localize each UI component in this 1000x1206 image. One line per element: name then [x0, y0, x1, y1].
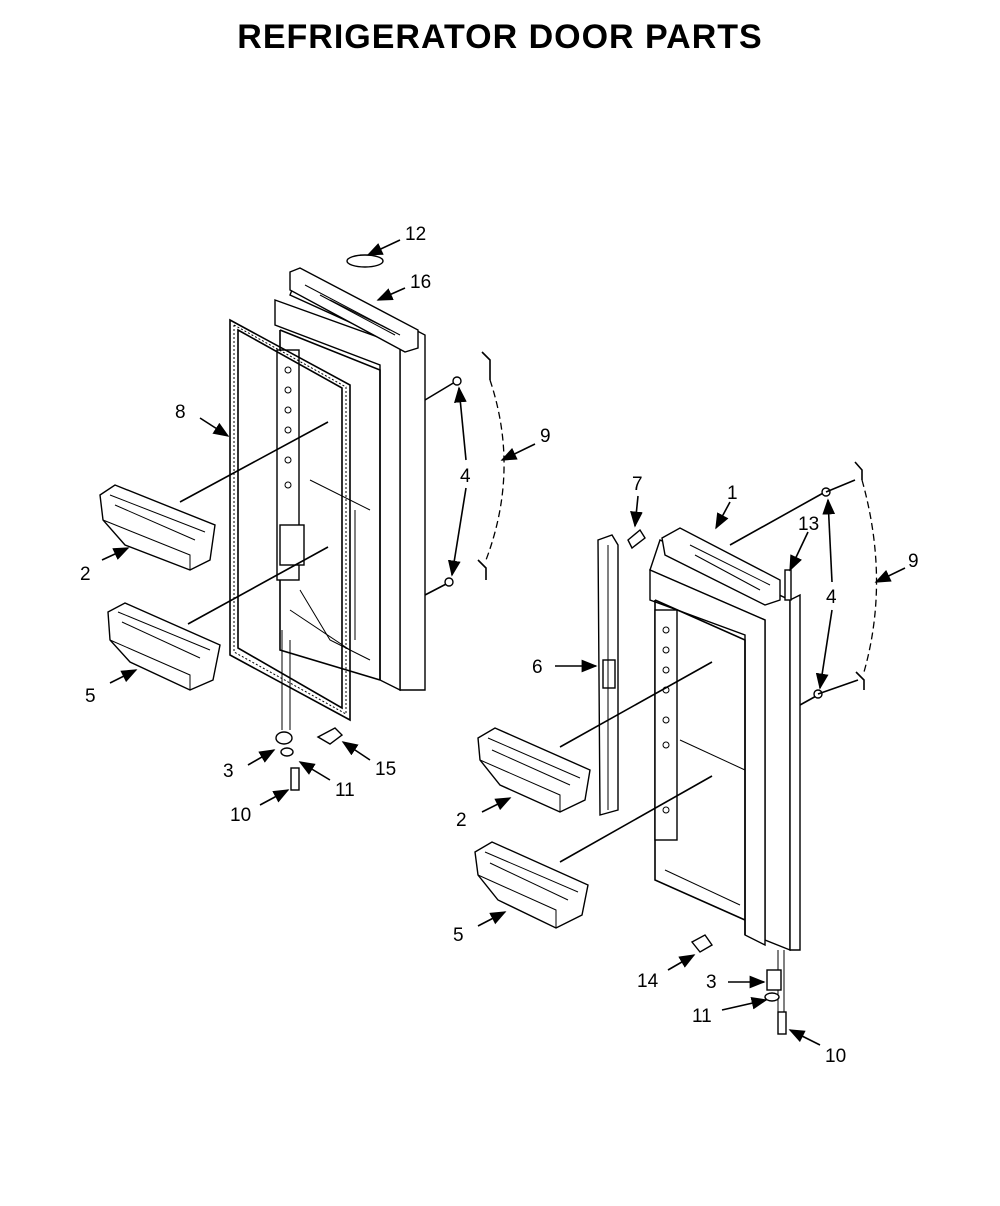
callout-right-4: 4 — [826, 587, 837, 608]
left-door-hinge-bracket — [424, 351, 505, 596]
callout-right-14: 14 — [637, 971, 659, 992]
left-door-outer-panel — [274, 269, 426, 692]
left-door-bin-upper — [99, 484, 216, 571]
right-door-control-housing — [661, 527, 781, 606]
callout-left-5: 5 — [85, 686, 96, 707]
left-door-control-housing — [289, 267, 419, 353]
left-door-bottom-hinge-parts — [275, 630, 344, 791]
right-door-outer-panel — [649, 539, 801, 952]
callout-left-2: 2 — [80, 564, 91, 585]
callout-labels: 12 16 8 9 4 2 5 3 15 11 10 7 1 13 9 4 6 … — [80, 224, 919, 1067]
callout-right-13: 13 — [798, 514, 819, 535]
callout-left-15: 15 — [375, 759, 396, 780]
callout-right-1: 1 — [727, 483, 738, 504]
left-door-bin-lower — [107, 602, 221, 691]
callout-left-10: 10 — [230, 805, 251, 826]
right-door-bin-lower — [474, 841, 589, 929]
right-door-center-mullion — [597, 528, 646, 816]
left-door-gasket — [229, 318, 351, 722]
callout-right-9: 9 — [908, 551, 919, 572]
left-door-shelf-rail — [276, 349, 305, 581]
callout-left-11: 11 — [335, 780, 355, 801]
callout-left-3: 3 — [223, 761, 234, 782]
callout-right-5: 5 — [453, 925, 464, 946]
callout-left-8: 8 — [175, 402, 186, 423]
leader-lines — [101, 239, 906, 1046]
callout-left-4: 4 — [460, 466, 471, 487]
callout-right-2: 2 — [456, 810, 467, 831]
callout-left-12: 12 — [405, 224, 426, 245]
callout-left-9: 9 — [540, 426, 551, 447]
callout-right-11: 11 — [692, 1006, 712, 1027]
right-door-shelf-rail — [654, 609, 678, 841]
callout-left-16: 16 — [410, 272, 431, 293]
callout-right-7: 7 — [632, 474, 643, 495]
callout-right-6: 6 — [532, 657, 543, 678]
callout-right-3: 3 — [706, 972, 717, 993]
left-door-lid-part — [346, 254, 384, 268]
page-title: REFRIGERATOR DOOR PARTS — [237, 18, 763, 56]
right-door-bin-upper — [477, 727, 591, 813]
right-door-bottom-hinge-parts — [690, 934, 787, 1035]
callout-right-10: 10 — [825, 1046, 846, 1067]
